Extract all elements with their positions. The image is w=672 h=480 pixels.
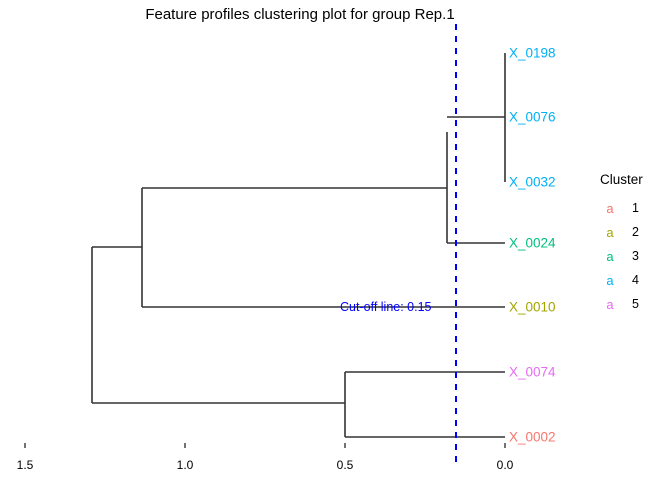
legend-key-icon-4: a	[606, 272, 614, 288]
leaf-label-x_0032: X_0032	[509, 174, 556, 190]
legend-title: Cluster	[600, 172, 643, 187]
leaf-label-x_0002: X_0002	[509, 429, 556, 445]
cutoff-label: Cut-off line: 0.15	[340, 300, 432, 314]
legend-label-1: 1	[632, 201, 639, 215]
legend-label-3: 3	[632, 249, 639, 263]
page-title: Feature profiles clustering plot for gro…	[145, 6, 455, 23]
legend-label-4: 4	[632, 273, 639, 287]
legend-key-icon-1: a	[606, 200, 614, 216]
leaf-label-x_0198: X_0198	[509, 45, 556, 61]
x-axis-tick-label-0.5: 0.5	[336, 458, 354, 472]
x-axis	[24, 443, 506, 448]
x-axis-tick-label-1.5: 1.5	[16, 458, 34, 472]
x-axis-tick-label-0.0: 0.0	[496, 458, 514, 472]
legend-label-2: 2	[632, 225, 639, 239]
x-axis-tick-label-1.0: 1.0	[176, 458, 194, 472]
legend-key-icon-2: a	[606, 224, 614, 240]
leaf-label-x_0010: X_0010	[509, 299, 556, 315]
leaf-label-x_0024: X_0024	[509, 235, 556, 251]
legend-key-icon-5: a	[606, 296, 614, 312]
leaf-label-x_0074: X_0074	[509, 364, 556, 380]
legend-key-icon-3: a	[606, 248, 614, 264]
leaf-label-x_0076: X_0076	[509, 109, 556, 125]
dendrogram-branches	[91, 53, 506, 438]
x-axis-ticks	[24, 443, 506, 448]
legend-label-5: 5	[632, 297, 639, 311]
